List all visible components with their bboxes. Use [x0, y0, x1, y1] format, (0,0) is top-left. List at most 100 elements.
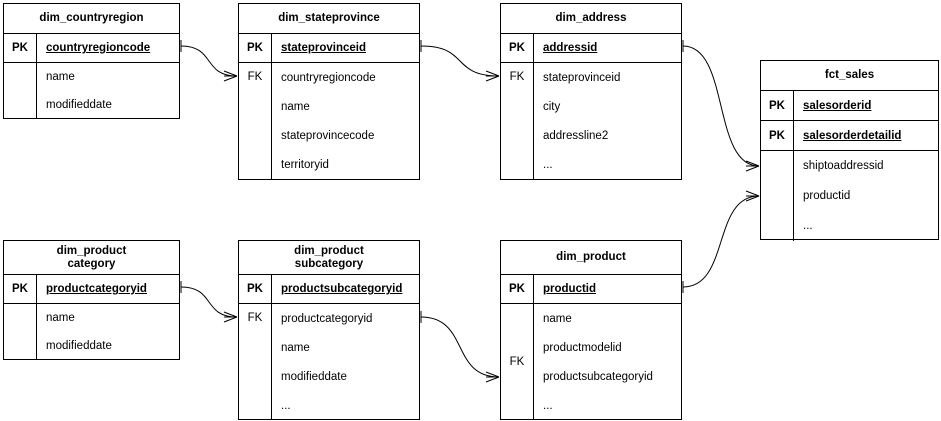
relationship-address-to-fctsales	[682, 40, 760, 172]
key-marker-dim_address-addressid: PK	[501, 34, 534, 62]
relationship-line	[682, 45, 760, 167]
key-marker-column-dim_productsubcategory: FK	[239, 304, 272, 420]
attribute-fct_sales-shiptoaddressid[interactable]: shiptoaddressid	[803, 160, 884, 172]
attribute-dim_countryregion-modifieddate[interactable]: modifieddate	[46, 99, 112, 111]
fk-label-dim_productsubcategory: FK	[247, 312, 263, 324]
attribute-fct_sales-salesorderid: salesorderid	[803, 99, 872, 112]
attribute-dim_productsubcategory-productsubcategoryid: productsubcategoryid	[281, 283, 403, 295]
attribute-rows-dim_productsubcategory: productcategoryid name modifieddate...	[272, 304, 419, 420]
entity-title-dim_stateprovince: dim_stateprovince	[239, 4, 419, 34]
key-marker-column-fct_sales	[761, 151, 794, 241]
attribute-dim_productsubcategory-productcategoryid[interactable]: productcategoryid	[281, 312, 373, 325]
key-marker-fct_sales-salesorderid: PK	[761, 91, 794, 120]
relationship-line	[180, 45, 238, 77]
fk-label-dim_product: FK	[509, 356, 525, 368]
attribute-group-fct_sales: shiptoaddressid productid...	[761, 151, 938, 241]
fk-label-dim_address: FK	[509, 71, 525, 83]
fk-label-dim_stateprovince: FK	[247, 71, 263, 83]
attribute-dim_address-city[interactable]: city	[543, 100, 561, 113]
entity-title-dim_countryregion: dim_countryregion	[4, 4, 179, 34]
attribute-dim_countryregion-countryregioncode: countryregioncode	[46, 42, 151, 54]
key-marker-column-dim_countryregion	[4, 63, 37, 119]
attribute-dim_address-ellipsisellipsisellipsis[interactable]: ...	[543, 158, 553, 171]
attribute-dim_stateprovince-territoryid[interactable]: territoryid	[281, 158, 329, 171]
attribute-dim_product-ellipsisellipsisellipsis[interactable]: ...	[543, 399, 553, 412]
attribute-rows-dim_countryregion: name modifieddate	[37, 63, 179, 119]
key-row-fct_sales-salesorderdetailid[interactable]: PK salesorderdetailid	[761, 121, 938, 151]
attribute-group-dim_countryregion: name modifieddate	[4, 63, 179, 119]
key-row-dim_productsubcategory-productsubcategoryid[interactable]: PK productsubcategoryid	[239, 275, 419, 304]
entity-title-dim_address: dim_address	[501, 4, 681, 34]
relationship-subcategory-to-product	[420, 311, 500, 383]
attribute-group-dim_productcategory: name modifieddate	[4, 304, 179, 360]
attribute-group-dim_stateprovince: FK countryregioncode name stateprovincecode…	[239, 63, 419, 179]
attribute-dim_product-productmodelid[interactable]: productmodelid	[543, 341, 622, 354]
key-marker-dim_product-productid: PK	[501, 275, 534, 303]
attribute-rows-fct_sales: shiptoaddressid productid...	[794, 151, 938, 241]
attribute-dim_address-addressid: addressid	[543, 42, 598, 54]
relationship-line	[420, 45, 500, 77]
key-marker-column-dim_product: FK	[501, 304, 534, 420]
attribute-dim_stateprovince-name[interactable]: name	[281, 100, 310, 113]
relationship-line	[420, 316, 500, 378]
attribute-rows-dim_product: name productmodelid productsubcategoryid..…	[534, 304, 681, 420]
attribute-dim_countryregion-name[interactable]: name	[46, 71, 75, 83]
entity-title-fct_sales: fct_sales	[761, 61, 938, 91]
crows-foot-marker	[485, 371, 500, 383]
crows-foot-marker	[223, 311, 238, 323]
relationship-line	[180, 286, 238, 318]
attribute-dim_productsubcategory-modifieddate[interactable]: modifieddate	[281, 370, 347, 383]
crows-foot-marker	[223, 70, 238, 82]
key-marker-dim_countryregion-countryregioncode: PK	[4, 34, 37, 62]
relationship-countryregion-to-stateprovince	[180, 40, 238, 82]
attribute-dim_stateprovince-stateprovincecode[interactable]: stateprovincecode	[281, 129, 375, 142]
key-marker-dim_productcategory-productcategoryid: PK	[4, 275, 37, 303]
crows-foot-marker	[745, 190, 760, 202]
attribute-dim_productcategory-productcategoryid: productcategoryid	[46, 283, 147, 295]
key-row-dim_address-addressid[interactable]: PK addressid	[501, 34, 681, 63]
key-marker-fct_sales-salesorderdetailid: PK	[761, 121, 794, 150]
key-row-dim_countryregion-countryregioncode[interactable]: PK countryregioncode	[4, 34, 179, 63]
attribute-dim_address-stateprovinceid[interactable]: stateprovinceid	[543, 71, 621, 84]
relationship-product-to-fctsales	[682, 190, 760, 293]
entity-title-dim_product: dim_product	[501, 241, 681, 275]
attribute-fct_sales-salesorderdetailid: salesorderdetailid	[803, 129, 902, 142]
key-row-dim_product-productid[interactable]: PK productid	[501, 275, 681, 304]
attribute-dim_product-productid: productid	[543, 283, 597, 295]
attribute-dim_product-name[interactable]: name	[543, 312, 572, 325]
attribute-dim_product-productsubcategoryid[interactable]: productsubcategoryid	[543, 370, 653, 383]
attribute-group-dim_product: FK name productmodelid productsubcategoryid…	[501, 304, 681, 420]
relationship-productcategory-to-subcategory	[180, 281, 238, 323]
attribute-dim_productcategory-name[interactable]: name	[46, 312, 75, 324]
attribute-fct_sales-ellipsisellipsisellipsis[interactable]: ...	[803, 220, 813, 232]
entity-title-dim_productcategory: dim_product category	[4, 241, 179, 275]
attribute-dim_productcategory-modifieddate[interactable]: modifieddate	[46, 340, 112, 352]
attribute-dim_address-addressline2[interactable]: addressline2	[543, 129, 609, 142]
key-marker-column-dim_stateprovince: FK	[239, 63, 272, 179]
crows-foot-marker	[745, 160, 760, 172]
key-marker-dim_stateprovince-stateprovinceid: PK	[239, 34, 272, 62]
key-marker-column-dim_address: FK	[501, 63, 534, 179]
attribute-fct_sales-productid[interactable]: productid	[803, 190, 851, 202]
attribute-dim_productsubcategory-ellipsisellipsisellipsis[interactable]: ...	[281, 399, 291, 412]
key-row-fct_sales-salesorderid[interactable]: PK salesorderid	[761, 91, 938, 121]
attribute-dim_productsubcategory-name[interactable]: name	[281, 341, 310, 354]
key-marker-dim_productsubcategory-productsubcategoryid: PK	[239, 275, 272, 303]
relationship-stateprovince-to-address	[420, 40, 500, 82]
entity-title-dim_productsubcategory: dim_product subcategory	[239, 241, 419, 275]
attribute-group-dim_productsubcategory: FK productcategoryid name modifieddate...	[239, 304, 419, 420]
attribute-rows-dim_address: stateprovinceid city addressline2...	[534, 63, 681, 179]
relationship-line	[682, 195, 760, 288]
key-row-dim_productcategory-productcategoryid[interactable]: PK productcategoryid	[4, 275, 179, 304]
attribute-dim_stateprovince-countryregioncode[interactable]: countryregioncode	[281, 71, 376, 84]
attribute-rows-dim_productcategory: name modifieddate	[37, 304, 179, 360]
